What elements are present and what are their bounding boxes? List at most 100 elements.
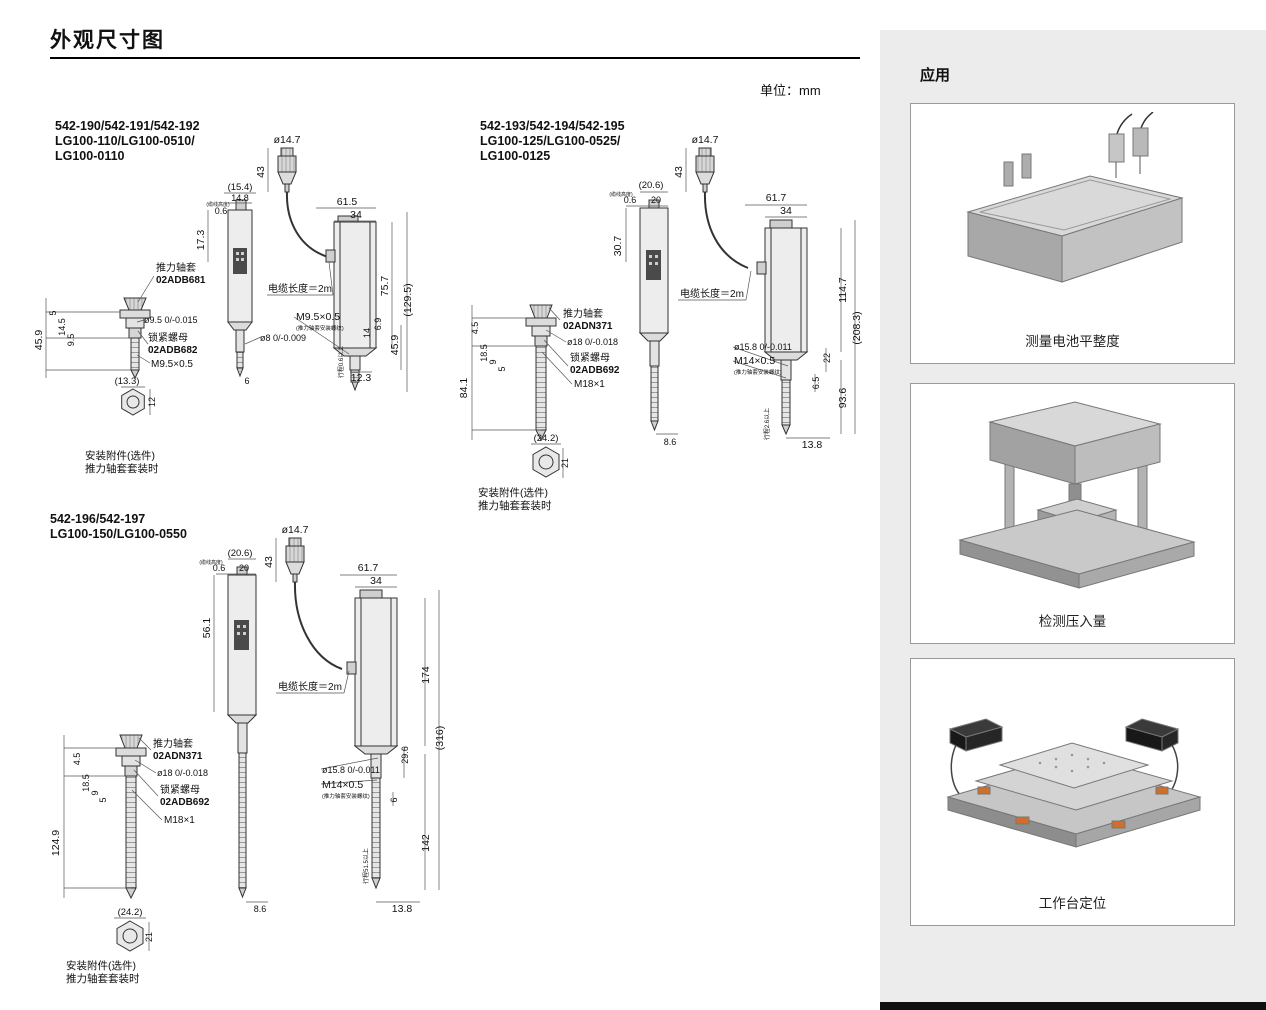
dim-label: M18×1 [164, 815, 195, 826]
dim-label: 20 [239, 563, 249, 573]
side-view [756, 219, 809, 436]
dim-label: 5 [48, 310, 58, 315]
dim-label: (20.6) [228, 548, 253, 559]
dim-label: 43 [673, 166, 685, 178]
dim-label: 20 [651, 195, 661, 205]
dim-label: 17.3 [195, 230, 207, 251]
dim-label: 13.8 [392, 903, 413, 915]
dim-label: 45.9 [389, 335, 401, 356]
dim-label: ø15.8 0/-0.011 [322, 765, 380, 775]
dim-label: 12.3 [351, 372, 372, 384]
dim-label: 18.5 [479, 344, 489, 362]
dim-label: M9.5×0.5 [296, 311, 340, 323]
dim-label: 电缆长度＝2m [680, 287, 744, 300]
dim-label: ø14.7 [282, 524, 309, 536]
cable-connector [285, 537, 343, 670]
spindle-assembly [119, 297, 151, 380]
mount-note-3: 安装附件(选件)推力轴套套装时 [66, 960, 140, 985]
dim-label: 18.5 [81, 774, 91, 792]
drawing-group-2 [471, 147, 856, 478]
dim-label: 行程2.6以上 [763, 408, 771, 440]
model-line: LG100-0110 [55, 149, 125, 163]
dim-label: 电缆长度＝2m [268, 282, 332, 295]
dim-label: (316) [434, 726, 446, 751]
dim-label: 02ADN371 [563, 321, 613, 332]
side-view [325, 215, 378, 392]
dim-label: 锁紧螺母 [148, 331, 188, 344]
dim-label: 0.6 [215, 206, 228, 216]
dim-label: 推力轴套 [156, 261, 196, 274]
dim-label: 29.6 [400, 746, 410, 764]
applications-title: 应用 [920, 67, 951, 84]
spindle-assembly [525, 304, 557, 442]
dim-label: 9.5 [66, 334, 76, 347]
model-line: LG100-150/LG100-0550 [50, 527, 187, 541]
front-view [227, 199, 253, 378]
dim-label: 推力轴套 [563, 307, 603, 320]
model-line: LG100-110/LG100-0510/ [55, 134, 195, 148]
dim-label: (推力轴套安装螺纹) [296, 324, 344, 332]
dim-label: (缆线高度) [206, 201, 230, 208]
model-line: LG100-125/LG100-0525/ [480, 134, 621, 148]
dim-label: 14 [362, 328, 372, 338]
panel-bottom-bar [880, 1002, 1266, 1010]
dim-label: 9 [90, 790, 100, 795]
dim-label: (24.2) [534, 433, 559, 444]
battery-flatness-illustration [966, 112, 1184, 283]
dim-label: (13.3) [115, 376, 140, 387]
dim-label: 锁紧螺母 [570, 351, 610, 364]
dim-label: 4.5 [72, 753, 82, 766]
app-card-battery: 测量电池平整度 [910, 103, 1235, 364]
dim-label: 13.8 [802, 439, 823, 451]
app-caption: 工作台定位 [1038, 896, 1107, 911]
front-view [226, 566, 258, 899]
dim-label: 6 [244, 376, 249, 386]
dim-label: 61.7 [358, 562, 379, 574]
dim-label: 6.9 [373, 318, 383, 331]
hex-nut [116, 920, 144, 952]
app-card-press: 检测压入量 [910, 383, 1235, 644]
dim-label: 行程51.5以上 [362, 848, 370, 884]
dim-label: 02ADB692 [570, 365, 620, 376]
dim-label: (208.3) [851, 311, 863, 344]
dim-label: 6.5 [811, 377, 821, 390]
dim-label: (缆线高度) [199, 559, 223, 566]
app-card-stage: 工作台定位 [910, 658, 1235, 926]
hex-nut [121, 388, 145, 416]
dim-label: M14×0.5 [322, 779, 363, 791]
model-line: 542-193/542-194/542-195 [480, 119, 625, 133]
dim-label: 75.7 [379, 276, 391, 297]
dim-label: ø8 0/-0.009 [260, 333, 306, 343]
front-view [638, 199, 670, 432]
dim-label: (129.5) [402, 283, 414, 316]
dim-label: 34 [350, 209, 362, 221]
dim-label: 45.9 [33, 330, 45, 351]
dim-label: ø18 0/-0.018 [157, 768, 208, 778]
dim-label: 174 [420, 666, 432, 684]
dim-label: ø14.7 [274, 134, 301, 146]
dim-label: 8.6 [254, 904, 267, 914]
dim-label: 21 [144, 932, 154, 942]
dimension-lines [63, 538, 440, 951]
dim-label: 84.1 [458, 378, 470, 399]
dim-label: 0.6 [213, 563, 226, 573]
dim-label: 61.5 [337, 196, 358, 208]
dim-label: 14.8 [231, 193, 249, 203]
dim-label: 30.7 [612, 236, 624, 257]
dim-label: ø14.7 [692, 134, 719, 146]
model-header-3: 542-196/542-197 LG100-150/LG100-0550 [50, 512, 187, 542]
model-line: LG100-0125 [480, 149, 551, 163]
dim-label: (15.4) [228, 182, 253, 193]
dim-label: ø15.8 0/-0.011 [734, 342, 792, 352]
app-caption: 检测压入量 [1038, 614, 1107, 629]
dim-label: M14×0.5 [734, 355, 775, 367]
dim-label: 142 [420, 834, 432, 852]
dim-label: 02ADB692 [160, 797, 210, 808]
dim-label: 电缆长度＝2m [278, 680, 342, 693]
dim-label: 02ADB681 [156, 275, 206, 286]
dim-label: 8.6 [664, 437, 677, 447]
dim-label: 12 [147, 397, 157, 407]
dim-label: 4.5 [470, 322, 480, 335]
dim-label: 02ADN371 [153, 751, 203, 762]
dim-label: 6 [389, 797, 399, 802]
